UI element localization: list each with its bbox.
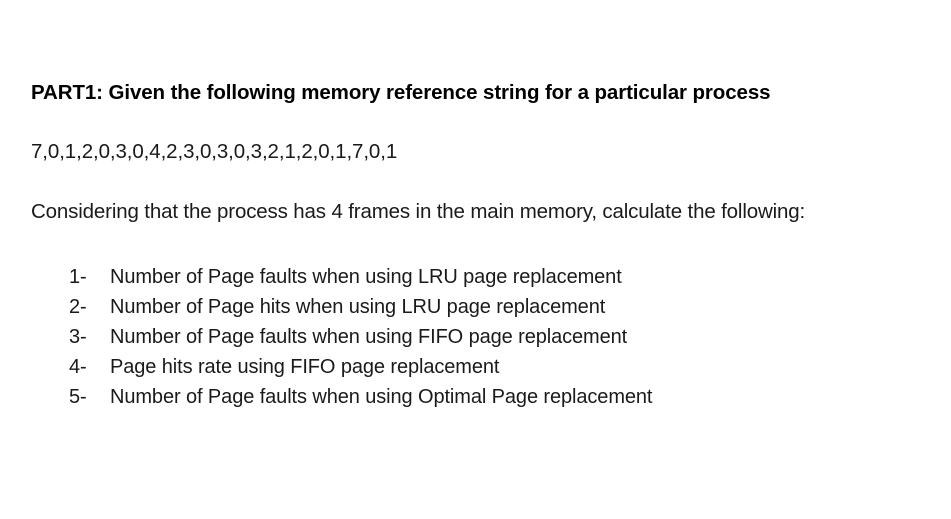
instruction-text: Considering that the process has 4 frame… xyxy=(31,200,806,223)
list-item-label: Number of Page faults when using Optimal… xyxy=(110,386,653,408)
list-item-label: Number of Page faults when using LRU pag… xyxy=(110,266,622,288)
page-title: PART1: Given the following memory refere… xyxy=(31,81,771,104)
list-item-marker: 2- xyxy=(69,296,87,318)
list-item-marker: 3- xyxy=(69,326,87,348)
list-item-label: Page hits rate using FIFO page replaceme… xyxy=(110,356,500,378)
list-item-label: Number of Page faults when using FIFO pa… xyxy=(110,326,628,348)
list-item-label: Number of Page hits when using LRU page … xyxy=(110,296,606,318)
list-item-marker: 5- xyxy=(69,386,87,408)
list-item: 1- Number of Page faults when using LRU … xyxy=(0,262,951,292)
question-list: 1- Number of Page faults when using LRU … xyxy=(0,262,951,412)
list-item: 4- Page hits rate using FIFO page replac… xyxy=(0,352,951,382)
list-item: 2- Number of Page hits when using LRU pa… xyxy=(0,292,951,322)
list-item-marker: 4- xyxy=(69,356,87,378)
list-item: 3- Number of Page faults when using FIFO… xyxy=(0,322,951,352)
memory-reference-string: 7,0,1,2,0,3,0,4,2,3,0,3,0,3,2,1,2,0,1,7,… xyxy=(31,140,398,163)
list-item: 5- Number of Page faults when using Opti… xyxy=(0,382,951,412)
list-item-marker: 1- xyxy=(69,266,87,288)
